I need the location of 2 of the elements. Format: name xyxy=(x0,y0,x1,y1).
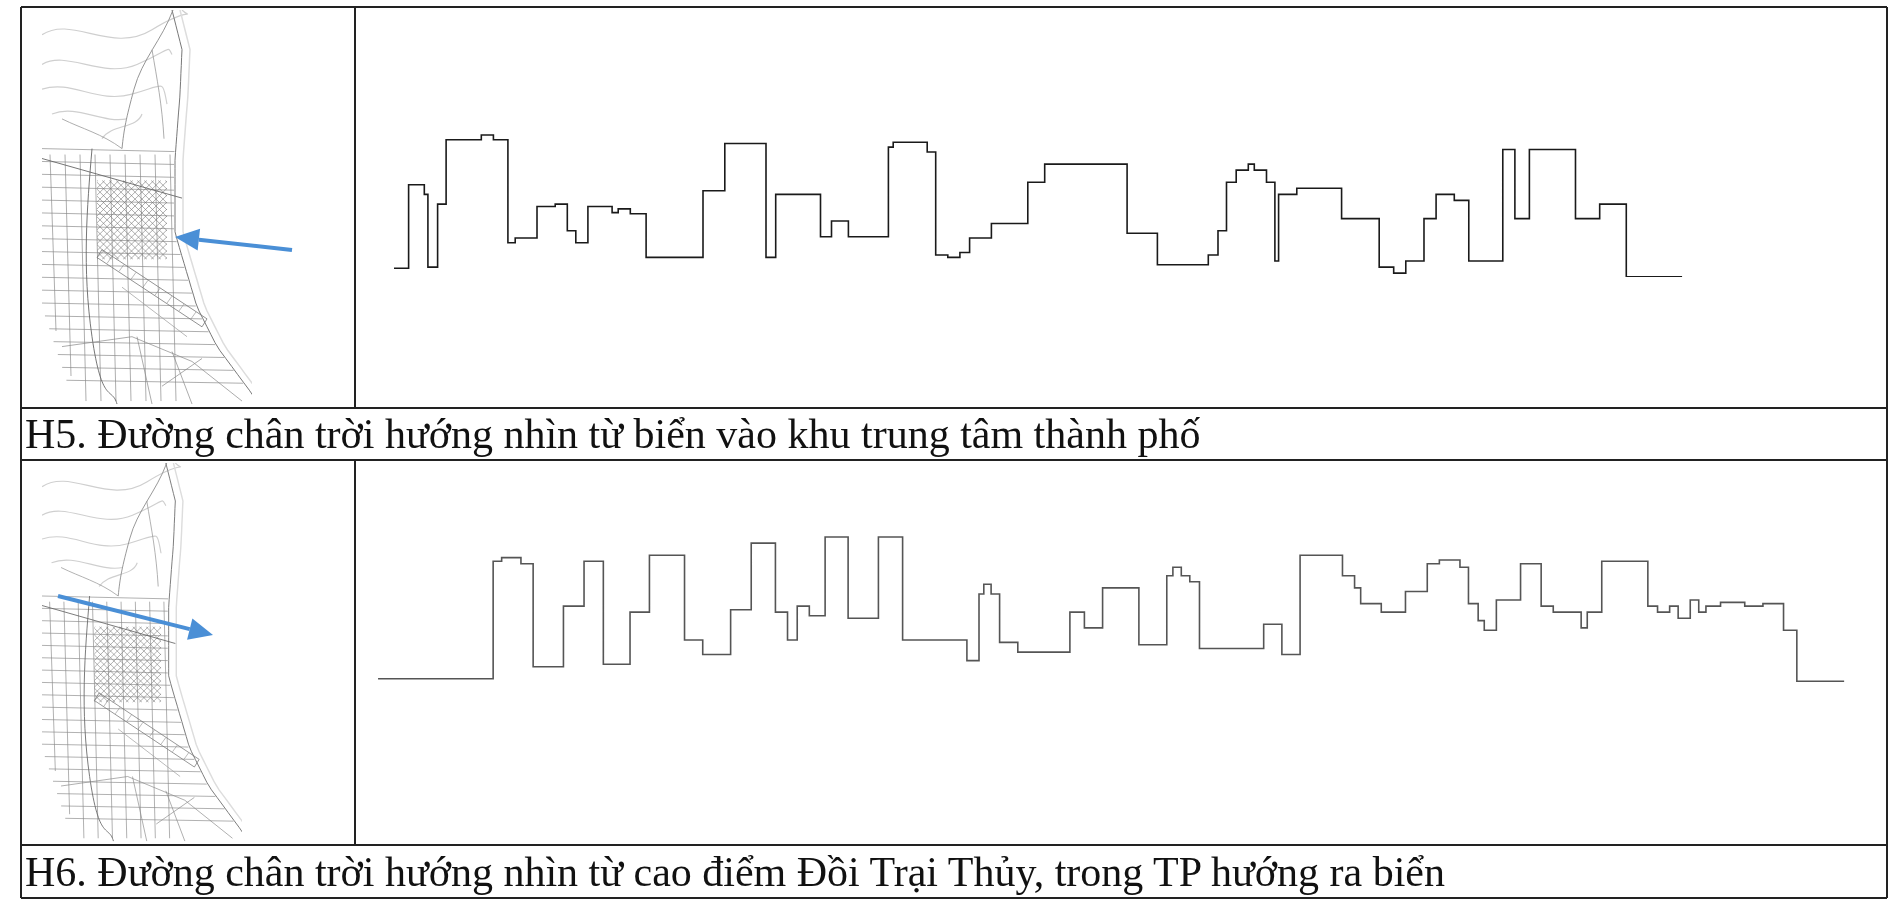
figure-caption: H6. Đường chân trời hướng nhìn từ cao điểm Đồi Trại Thủy, trong TP hướng ra biển xyxy=(25,848,1445,896)
figure-caption: H5. Đường chân trời hướng nhìn từ biển vào khu trung tâm thành phố xyxy=(25,410,1201,458)
